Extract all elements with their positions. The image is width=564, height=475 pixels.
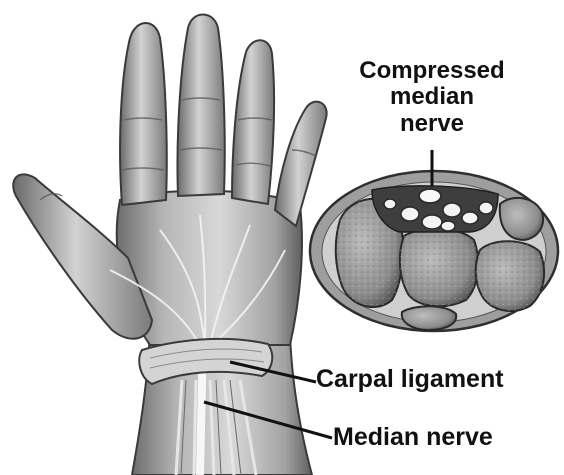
- label-line-1: Compressed: [312, 58, 552, 84]
- index-finger: [120, 23, 167, 205]
- wrist-cross-section: [310, 171, 558, 331]
- label-carpal-ligament: Carpal ligament: [316, 366, 504, 394]
- label-median-nerve: Median nerve: [333, 424, 493, 452]
- hand: [13, 15, 326, 475]
- carpal-bone-trapezium: [402, 306, 456, 330]
- label-line-3: nerve: [312, 111, 552, 137]
- label-compressed-median-nerve: Compressed median nerve: [312, 58, 552, 137]
- ring-finger: [232, 40, 274, 204]
- middle-finger: [177, 15, 224, 197]
- compressed-median-nerve: [419, 189, 441, 203]
- label-line-2: median: [312, 84, 552, 110]
